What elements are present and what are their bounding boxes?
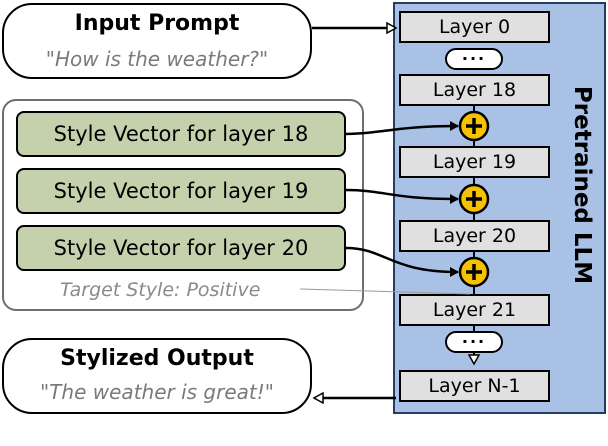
input-prompt-node: Input Prompt "How is the weather?" (2, 3, 312, 79)
style-vector-layer-19: Style Vector for layer 19 (16, 168, 346, 214)
stylized-output-title: Stylized Output (60, 346, 254, 371)
layer-18: Layer 18 (399, 74, 550, 106)
ellipsis-bottom: ··· (445, 331, 503, 353)
layer-19: Layer 19 (399, 146, 550, 178)
style-vector-layer-20: Style Vector for layer 20 (16, 225, 346, 271)
adder-icon (458, 110, 490, 142)
layer-21: Layer 21 (399, 294, 550, 326)
layer-20: Layer 20 (399, 220, 550, 252)
layer-n-minus-1: Layer N-1 (399, 370, 550, 402)
style-arrow-20 (345, 246, 459, 277)
stylized-output-text: "The weather is great!" (40, 380, 274, 404)
ellipsis-top: ··· (445, 48, 503, 70)
adder-icon (458, 183, 490, 215)
style-arrow-19 (345, 188, 459, 204)
target-style-label: Target Style: Positive (56, 279, 265, 301)
input-prompt-text: "How is the weather?" (45, 47, 269, 71)
stylized-output-node: Stylized Output "The weather is great!" (2, 338, 312, 414)
style-arrow-18 (345, 121, 459, 136)
input-prompt-title: Input Prompt (74, 11, 240, 36)
style-vector-layer-18: Style Vector for layer 18 (16, 111, 346, 157)
target-style-leader (299, 288, 471, 295)
adder-icon (458, 256, 490, 288)
layer-0: Layer 0 (399, 11, 550, 43)
